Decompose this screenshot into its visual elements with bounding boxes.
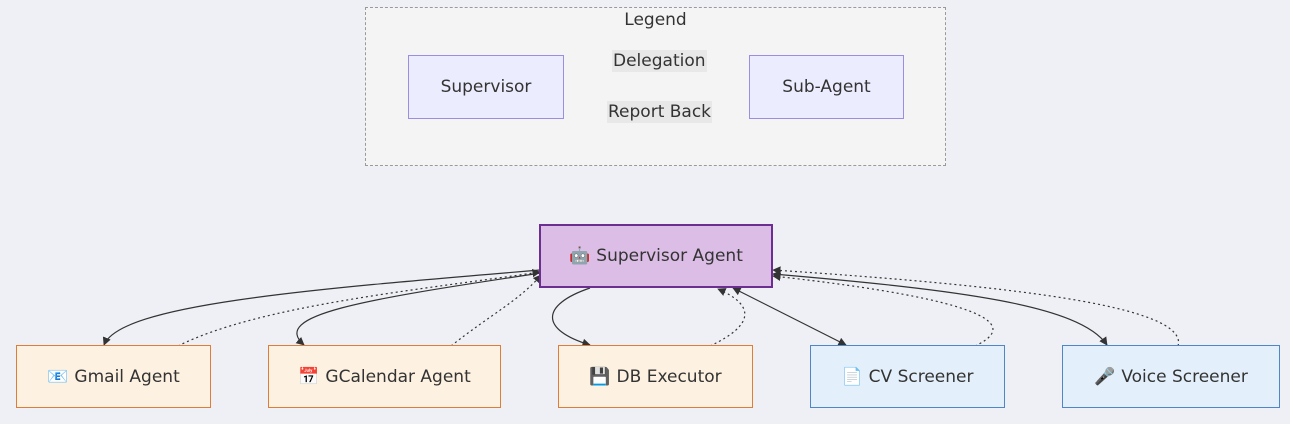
document-icon: 📄 bbox=[841, 366, 863, 387]
legend-supervisor-label: Supervisor bbox=[440, 77, 532, 97]
edge-delegate-gcalendar bbox=[295, 272, 542, 346]
edge-delegate-db bbox=[551, 287, 591, 347]
edge-report-db bbox=[709, 288, 746, 347]
gcalendar-agent-node[interactable]: 📅 GCalendar Agent bbox=[268, 345, 501, 408]
email-icon: 📧 bbox=[47, 366, 69, 387]
edge-delegate-voice bbox=[772, 270, 1108, 346]
voice-screener-node[interactable]: 🎤 Voice Screener bbox=[1062, 345, 1280, 408]
floppy-disk-icon: 💾 bbox=[589, 366, 611, 387]
legend-title: Legend bbox=[624, 10, 687, 30]
supervisor-agent-node[interactable]: 🤖 Supervisor Agent bbox=[539, 224, 773, 288]
legend-subagent-node: Sub-Agent bbox=[749, 55, 904, 119]
voice-screener-label: Voice Screener bbox=[1121, 366, 1248, 387]
cv-screener-node[interactable]: 📄 CV Screener bbox=[810, 345, 1005, 408]
cv-screener-label: CV Screener bbox=[868, 366, 974, 387]
edge-report-gmail bbox=[177, 268, 541, 347]
db-executor-node[interactable]: 💾 DB Executor bbox=[558, 345, 753, 408]
gmail-agent-label: Gmail Agent bbox=[74, 366, 180, 387]
edge-report-gcalendar bbox=[450, 274, 542, 347]
gmail-agent-node[interactable]: 📧 Gmail Agent bbox=[16, 345, 211, 408]
legend-report-label: Report Back bbox=[607, 101, 713, 123]
legend-subagent-label: Sub-Agent bbox=[782, 77, 871, 97]
legend-delegation-label: Delegation bbox=[612, 50, 707, 72]
supervisor-agent-label: Supervisor Agent bbox=[596, 246, 743, 266]
edge-delegate-cv bbox=[732, 287, 847, 346]
edge-report-cv bbox=[772, 272, 994, 347]
gcalendar-agent-label: GCalendar Agent bbox=[325, 366, 471, 387]
calendar-icon: 📅 bbox=[298, 366, 320, 387]
edge-delegate-gmail bbox=[102, 269, 541, 346]
edge-report-voice bbox=[772, 266, 1179, 347]
robot-icon: 🤖 bbox=[569, 246, 591, 266]
microphone-icon: 🎤 bbox=[1094, 366, 1116, 387]
legend-supervisor-node: Supervisor bbox=[408, 55, 564, 119]
db-executor-label: DB Executor bbox=[616, 366, 722, 387]
